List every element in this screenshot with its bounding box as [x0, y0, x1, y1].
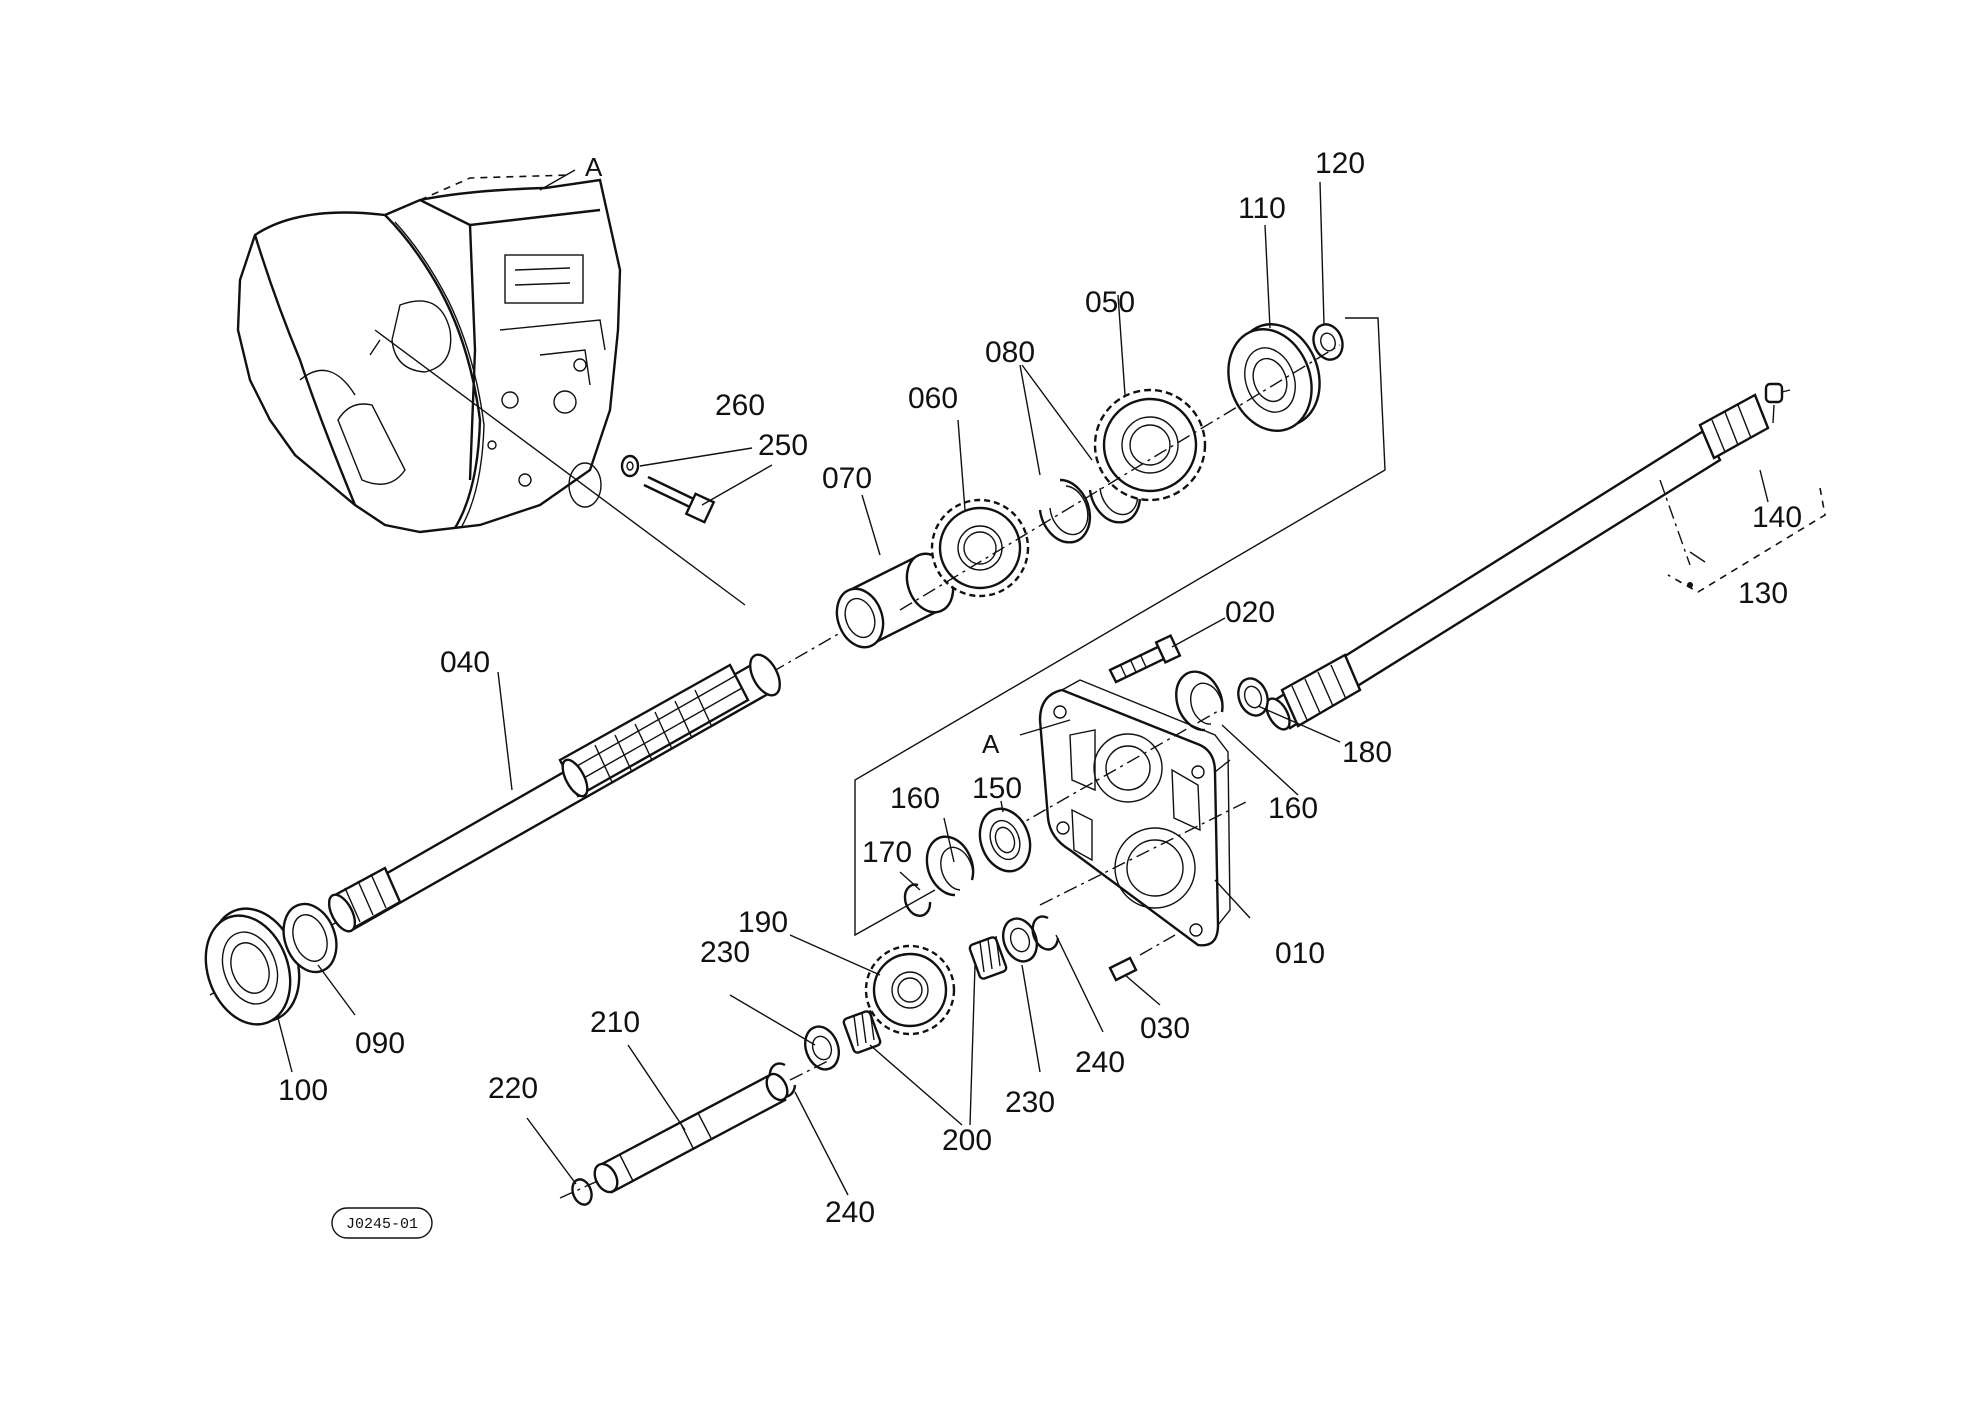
label-230-right: 230	[1005, 1086, 1055, 1119]
snap-ring-160-left	[925, 835, 975, 897]
bearing-150	[978, 807, 1032, 873]
transmission-housing	[236, 174, 746, 606]
label-060: 060	[908, 382, 958, 415]
label-220: 220	[488, 1072, 538, 1105]
label-190: 190	[738, 906, 788, 939]
label-250: 250	[758, 429, 808, 462]
label-080: 080	[985, 336, 1035, 369]
leader-lines	[277, 169, 1775, 1196]
washer-180	[1237, 677, 1269, 717]
label-240-right: 240	[1075, 1046, 1125, 1079]
label-120: 120	[1315, 147, 1365, 180]
gear-060	[930, 498, 1030, 598]
cover-plate-010	[1009, 679, 1251, 947]
gear-190	[864, 944, 956, 1036]
label-130: 130	[1738, 577, 1788, 610]
snap-ring-240-right	[1031, 915, 1060, 951]
label-030: 030	[1140, 1012, 1190, 1045]
label-010: 010	[1275, 937, 1325, 970]
assembly-bracket	[854, 317, 1386, 937]
needle-bearing-200-a	[968, 935, 1008, 980]
label-260: 260	[715, 389, 765, 422]
label-160-left: 160	[890, 782, 940, 815]
label-140: 140	[1752, 501, 1802, 534]
label-180: 180	[1342, 736, 1392, 769]
label-100: 100	[278, 1074, 328, 1107]
bearing-100	[204, 907, 301, 1026]
bearing-120	[1312, 323, 1344, 361]
ref-marker-a-top: A	[585, 152, 603, 182]
label-200: 200	[942, 1124, 992, 1157]
label-090: 090	[355, 1027, 405, 1060]
dash-bracket-130	[1667, 487, 1826, 593]
bolt-250	[643, 475, 716, 524]
snap-ring-170	[903, 883, 932, 917]
drawing-code-stamp: J0245-01	[331, 1207, 433, 1239]
washer-230-right	[1001, 917, 1039, 963]
main-shaft-040	[209, 609, 881, 996]
part-labels: A A 010 020 030 040 050 060 070 080 090 …	[278, 147, 1802, 1229]
label-110: 110	[1238, 192, 1286, 225]
label-230-left: 230	[700, 936, 750, 969]
washer-230-left	[803, 1025, 841, 1071]
label-240-left: 240	[825, 1196, 875, 1229]
ref-marker-a-plate: A	[982, 729, 1000, 759]
bolt-020	[1108, 634, 1182, 684]
washer-260	[620, 454, 640, 478]
label-170: 170	[862, 836, 912, 869]
label-070: 070	[822, 462, 872, 495]
drawing-code: J0245-01	[346, 1216, 418, 1233]
gear-050	[1093, 388, 1207, 502]
label-150: 150	[972, 772, 1022, 805]
snap-ring-080-a	[1038, 478, 1092, 544]
needle-bearing-200-b	[842, 1009, 882, 1054]
label-050: 050	[1085, 286, 1135, 319]
pin-140	[1764, 382, 1791, 404]
bearing-110	[1227, 323, 1321, 432]
label-040: 040	[440, 646, 490, 679]
pto-shaft-130	[1265, 393, 1770, 731]
label-160-right: 160	[1268, 792, 1318, 825]
snap-ring-160-right	[1175, 670, 1224, 732]
label-020: 020	[1225, 596, 1275, 629]
label-210: 210	[590, 1006, 640, 1039]
snap-ring-220	[571, 1178, 593, 1206]
idler-shaft-210	[559, 1059, 831, 1199]
dowel-pin-030	[1108, 934, 1176, 982]
